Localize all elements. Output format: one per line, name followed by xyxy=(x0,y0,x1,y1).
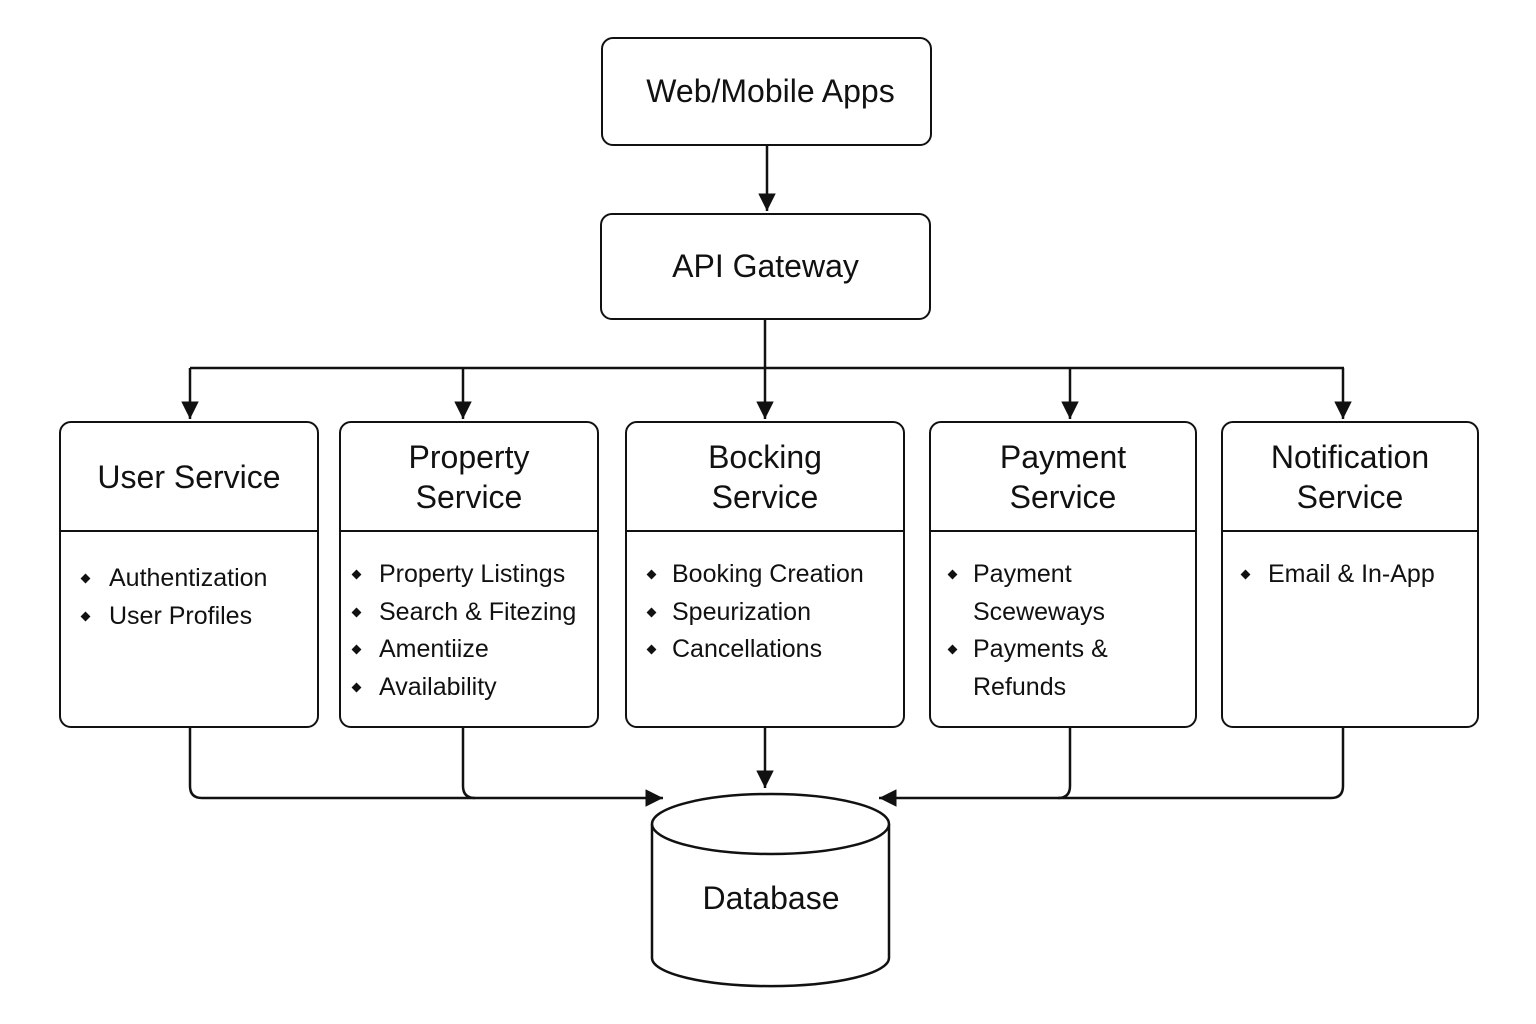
payment-service-title: Payment Service xyxy=(999,438,1127,515)
api-gateway-label: API Gateway xyxy=(672,248,859,284)
property-service-header: Property Service xyxy=(341,423,597,532)
user-service-items: Authentization User Profiles xyxy=(61,532,317,635)
list-item: Authentization xyxy=(61,560,317,598)
notification-service-title: Notification Service xyxy=(1270,438,1430,515)
link-property-to-database xyxy=(461,728,476,800)
booking-service-title: Bocking Service xyxy=(708,438,822,515)
list-item: Speurization xyxy=(627,594,903,632)
user-service-title: User Service xyxy=(97,458,281,495)
link-notification-to-database xyxy=(879,728,1345,807)
property-service-title: Property Service xyxy=(408,438,530,515)
payment-service-box: Payment Service Payment Sceweways Paymen… xyxy=(929,421,1197,728)
web-mobile-apps-label: Web/Mobile Apps xyxy=(646,73,895,109)
notification-service-items: Email & In-App xyxy=(1223,532,1477,594)
list-item: Email & In-App xyxy=(1223,556,1477,594)
link-user-to-database xyxy=(188,728,663,807)
list-item: Amentiize xyxy=(341,631,597,669)
list-item: User Profiles xyxy=(61,598,317,636)
notification-service-box: Notification Service Email & In-App xyxy=(1221,421,1479,728)
list-item: Booking Creation xyxy=(627,556,903,594)
payment-service-items: Payment Sceweways Payments & Refunds xyxy=(931,532,1195,706)
booking-service-box: Bocking Service Booking Creation Speuriz… xyxy=(625,421,905,728)
property-service-items: Property Listings Search & Fitezing Amen… xyxy=(341,532,597,706)
list-item: Property Listings xyxy=(341,556,597,594)
link-payment-to-database xyxy=(1057,728,1072,800)
booking-service-items: Booking Creation Speurization Cancellati… xyxy=(627,532,903,669)
database-cylinder xyxy=(650,792,891,988)
property-service-box: Property Service Property Listings Searc… xyxy=(339,421,599,728)
booking-service-header: Bocking Service xyxy=(627,423,903,532)
database-label: Database xyxy=(702,880,840,916)
notification-service-header: Notification Service xyxy=(1223,423,1477,532)
list-item: Search & Fitezing xyxy=(341,594,597,632)
list-item: Payment Sceweways xyxy=(931,556,1195,631)
list-item: Availability xyxy=(341,669,597,707)
api-gateway-node: API Gateway xyxy=(600,213,931,320)
user-service-header: User Service xyxy=(61,423,317,532)
payment-service-header: Payment Service xyxy=(931,423,1195,532)
list-item: Payments & Refunds xyxy=(931,631,1195,706)
web-mobile-apps-node: Web/Mobile Apps xyxy=(601,37,932,146)
list-item: Cancellations xyxy=(627,631,903,669)
user-service-box: User Service Authentization User Profile… xyxy=(59,421,319,728)
